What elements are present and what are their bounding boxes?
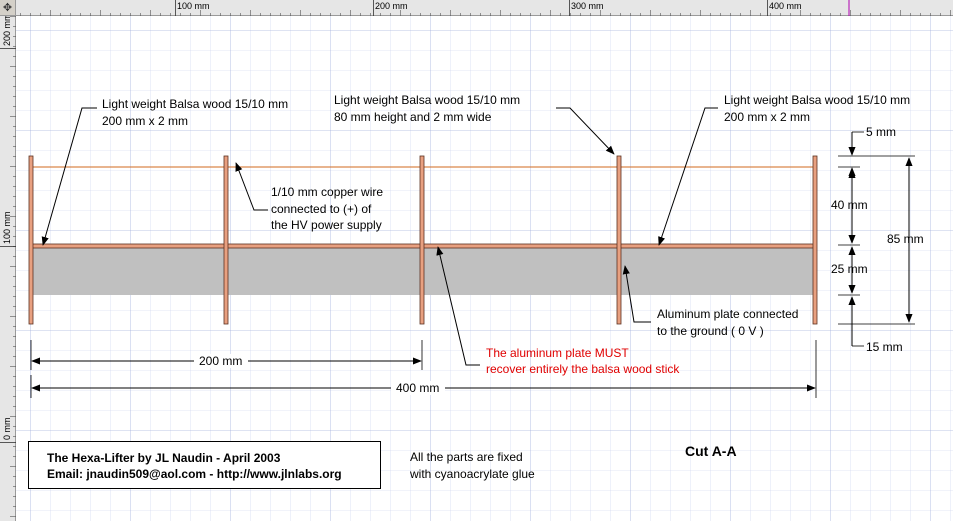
dim-label-85: 85 mm (887, 232, 924, 246)
label-balsa-left-line1: Light weight Balsa wood 15/10 mm (102, 97, 288, 111)
label-warning-line1: The aluminum plate MUST (486, 346, 629, 360)
ruler-top-label-100: 100 mm (177, 1, 210, 11)
label-aluminum-line2: to the ground ( 0 V ) (657, 324, 764, 338)
ruler-top-label-200: 200 mm (375, 1, 408, 11)
ruler-origin-button[interactable]: ✥ (0, 0, 16, 16)
balsa-post-4 (616, 155, 622, 325)
dim-label-400-bg (391, 381, 445, 395)
pointer-balsa-mid (556, 107, 615, 155)
pointer-balsa-right (658, 107, 718, 246)
pointer-aluminum (622, 265, 651, 323)
hexa-lifter-drawing: Light weight Balsa wood 15/10 mm 200 mm … (16, 16, 953, 521)
pointer-balsa-left (41, 107, 97, 246)
ruler-top[interactable]: 100 mm 200 mm 300 mm 400 mm (0, 0, 953, 16)
label-balsa-right-line1: Light weight Balsa wood 15/10 mm (724, 93, 910, 107)
title-block-line2: Email: jnaudin509@aol.com - http://www.j… (47, 467, 342, 481)
dim-label-200-bg (194, 354, 248, 368)
balsa-post-3 (419, 155, 425, 325)
dim-label-400: 400 mm (396, 381, 439, 395)
title-block: The Hexa-Lifter by JL Naudin - April 200… (28, 441, 381, 489)
dim-label-15: 15 mm (866, 340, 903, 354)
dim-label-200: 200 mm (199, 354, 242, 368)
balsa-post-2 (223, 155, 229, 325)
dim-label-40: 40 mm (831, 198, 868, 212)
balsa-post-5 (812, 155, 818, 325)
drawing-canvas[interactable]: Light weight Balsa wood 15/10 mm 200 mm … (16, 16, 953, 521)
label-balsa-mid-line2: 80 mm height and 2 mm wide (334, 110, 492, 124)
label-balsa-left-line2: 200 mm x 2 mm (102, 114, 188, 128)
glue-note-line2: with cyanoacrylate glue (409, 467, 535, 481)
ruler-top-label-400: 400 mm (769, 1, 802, 11)
dim-label-5: 5 mm (866, 125, 896, 139)
balsa-post-1 (28, 155, 34, 325)
pointer-copper-wire (235, 162, 268, 211)
label-aluminum-line1: Aluminum plate connected (657, 307, 798, 321)
crosshair-icon: ✥ (2, 2, 13, 14)
cut-label: Cut A-A (685, 443, 737, 459)
ruler-left-ticks: 200 mm 100 mm 0 mm (0, 13, 16, 517)
ruler-left-label-200: 200 mm (2, 16, 12, 46)
label-balsa-right-line2: 200 mm x 2 mm (724, 110, 810, 124)
ruler-left-label-0: 0 mm (2, 418, 12, 441)
ruler-left-label-100: 100 mm (2, 211, 12, 244)
ruler-top-ticks: 100 mm 200 mm 300 mm 400 mm (0, 0, 951, 16)
label-wire-line3: the HV power supply (271, 218, 382, 232)
label-wire-line1: 1/10 mm copper wire (271, 185, 383, 199)
pointer-warning (436, 246, 480, 366)
dim-label-25: 25 mm (831, 262, 868, 276)
label-balsa-mid-line1: Light weight Balsa wood 15/10 mm (334, 93, 520, 107)
glue-note-line1: All the parts are fixed (410, 450, 523, 464)
ruler-top-label-300: 300 mm (571, 1, 604, 11)
label-warning-line2: recover entirely the balsa wood stick (486, 362, 680, 376)
title-block-line1: The Hexa-Lifter by JL Naudin - April 200… (47, 451, 281, 465)
label-wire-line2: connected to (+) of (271, 202, 372, 216)
ruler-left[interactable]: 200 mm 100 mm 0 mm (0, 13, 16, 521)
